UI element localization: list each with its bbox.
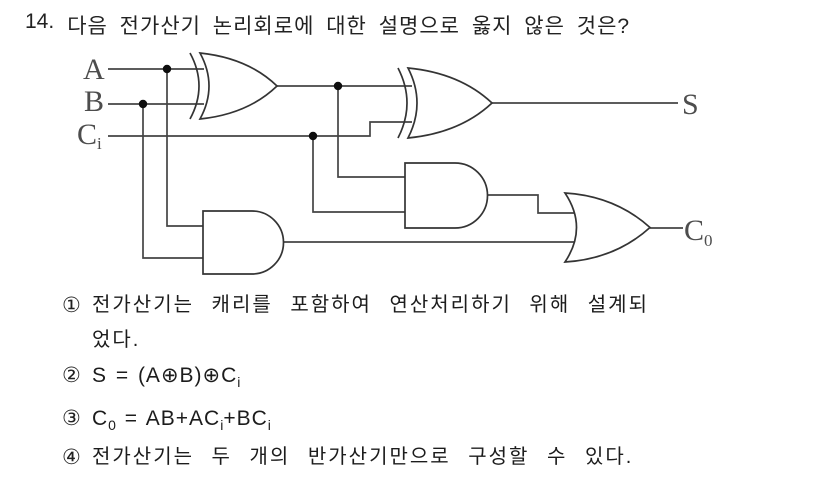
choice-1-marker: ① [62, 294, 81, 317]
input-label-b: B [84, 85, 104, 118]
and-gate-2 [202, 210, 285, 275]
choice-3[interactable]: ③ C0 = AB+ACi+BCi [62, 401, 271, 438]
wire-and1-to-or [487, 194, 578, 214]
choice-text-line: 전가산기는 캐리를 포함하여 연산처리하기 위해 설계되 [92, 294, 649, 316]
wire-input-ci [108, 121, 412, 137]
choice-formula: S = (A⊕B)⊕Ci [92, 364, 241, 390]
choice-3-marker: ③ [62, 407, 81, 430]
junction-dot [308, 131, 318, 141]
choice-formula: C0 = AB+ACi+BCi [92, 407, 271, 433]
xor-gate-2 [406, 67, 494, 139]
junction-dot [162, 64, 172, 74]
junction-dot [138, 99, 148, 109]
xor-gate-2-back-curve [397, 67, 408, 139]
output-label-c0: C0 [684, 214, 713, 250]
question-number: 14. [25, 10, 55, 33]
choice-3-text: C0 = AB+ACi+BCi [92, 401, 271, 438]
input-label-ci: Ci [77, 118, 102, 153]
choice-4[interactable]: ④ 전가산기는 두 개의 반가산기만으로 구성할 수 있다. [62, 440, 633, 475]
or-gate-1 [563, 192, 652, 263]
choice-4-text: 전가산기는 두 개의 반가산기만으로 구성할 수 있다. [92, 440, 633, 475]
full-adder-circuit-diagram: A B Ci S C0 [77, 51, 713, 275]
wire-a-branch-to-and2 [166, 69, 203, 227]
and-gate-1 [404, 162, 489, 229]
output-label-s: S [682, 88, 699, 121]
question-title: 14. 다음 전가산기 논리회로에 대한 설명으로 옳지 않은 것은? [25, 10, 630, 40]
choice-2-text: S = (A⊕B)⊕Ci [92, 358, 240, 395]
junction-dot [333, 81, 343, 91]
input-label-a: A [83, 53, 105, 86]
question-text: 다음 전가산기 논리회로에 대한 설명으로 옳지 않은 것은? [67, 15, 631, 38]
xor-gate-1 [198, 51, 279, 121]
choice-text-line: 전가산기는 두 개의 반가산기만으로 구성할 수 있다. [92, 446, 634, 468]
wire-b-branch-to-and2 [142, 104, 203, 259]
xor-gate-1-back-curve [189, 52, 200, 120]
choice-2[interactable]: ② S = (A⊕B)⊕Ci [62, 358, 240, 395]
wire-xor1-branch-to-and1 [337, 86, 405, 178]
choice-text-line: 었다. [92, 329, 141, 351]
choice-4-marker: ④ [62, 446, 81, 469]
choice-2-marker: ② [62, 364, 81, 387]
wire-ci-branch-to-and1 [312, 136, 405, 213]
